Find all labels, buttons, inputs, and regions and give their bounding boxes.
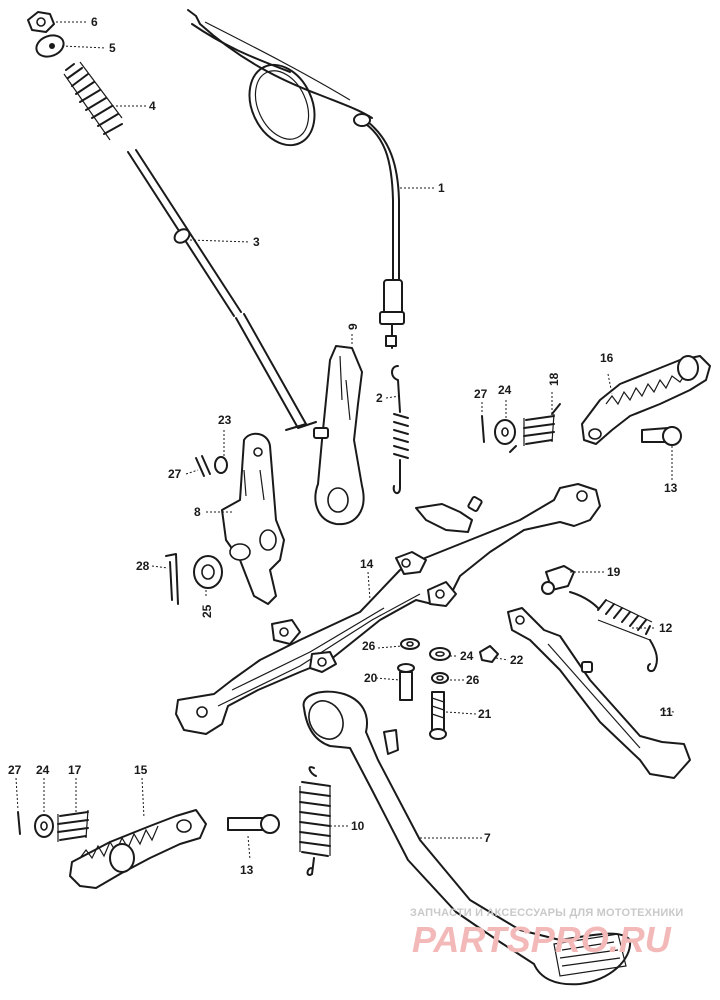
side-stand: [507, 607, 691, 779]
callout-13-left: 13: [240, 863, 254, 877]
callout-28: 28: [136, 559, 150, 573]
washer-26-upper: [400, 638, 420, 650]
callout-3: 3: [253, 235, 260, 249]
callout-10: 10: [351, 819, 365, 833]
right-footpeg: [581, 355, 711, 445]
adjuster-nut: [27, 11, 55, 33]
stand-pin-19: [541, 565, 575, 595]
callout-8: 8: [194, 505, 201, 519]
callout-6: 6: [91, 15, 98, 29]
callout-16: 16: [600, 351, 614, 365]
washer-23: [214, 456, 228, 474]
callout-19: 19: [607, 565, 621, 579]
watermark-caption: ЗАПЧАСТИ И АКСЕССУАРЫ ДЛЯ МОТОТЕХНИКИ: [410, 907, 683, 919]
callout-24-left: 24: [36, 763, 50, 777]
callout-1: 1: [438, 181, 445, 195]
callout-23: 23: [218, 413, 232, 427]
pin-13-right: [641, 426, 682, 446]
watermark-logo: PARTSPRO.RU: [412, 919, 672, 960]
callout-labels: 1 2 3 4 5 6 7 8 9 10 11 12 13 13 14 15 1…: [8, 15, 678, 877]
callout-24-middle: 24: [460, 649, 474, 663]
callout-17: 17: [68, 763, 82, 777]
callout-4: 4: [149, 99, 156, 113]
bolt-20: [397, 663, 415, 701]
brake-pedal: [302, 690, 632, 986]
left-footpeg: [69, 809, 207, 889]
spring-2: [391, 365, 409, 494]
spring-10: [299, 766, 331, 876]
callout-20: 20: [364, 671, 378, 685]
brake-pedal-bracket: [221, 432, 285, 605]
callout-25: 25: [200, 604, 214, 618]
callout-26-upper: 26: [362, 639, 376, 653]
cotter-pin-28: [165, 553, 179, 605]
callout-27-right: 27: [474, 387, 488, 401]
pin-13-left: [227, 814, 280, 834]
callout-27-left: 27: [168, 467, 182, 481]
callout-26-lower: 26: [466, 673, 480, 687]
callout-13-right: 13: [664, 481, 678, 495]
spring-17: [57, 809, 89, 842]
callout-2: 2: [376, 391, 383, 405]
callout-15: 15: [134, 763, 148, 777]
bolt-21: [429, 691, 447, 740]
brake-rod: [127, 149, 317, 431]
callout-14: 14: [360, 557, 374, 571]
rod-joint: [35, 34, 65, 58]
washer-24-right: [494, 419, 516, 445]
washer-24-left: [34, 814, 54, 838]
callout-22: 22: [510, 653, 524, 667]
callout-5: 5: [109, 41, 116, 55]
washer-25: [193, 555, 223, 589]
cotter-pin-27-right: [481, 415, 485, 443]
leader-lines: [15, 21, 675, 861]
callout-27-bottom: 27: [8, 763, 22, 777]
callout-24-right: 24: [498, 383, 512, 397]
callout-18: 18: [547, 372, 561, 386]
spring-18: [509, 403, 561, 453]
washer-24-middle: [429, 647, 451, 661]
clip-22: [479, 645, 499, 663]
callout-12: 12: [659, 621, 673, 635]
step-bar: [175, 483, 601, 735]
callout-11: 11: [660, 705, 673, 719]
callout-9: 9: [346, 323, 360, 330]
watermark: ЗАПЧАСТИ И АКСЕССУАРЫ ДЛЯ МОТОТЕХНИКИ PA…: [410, 907, 683, 960]
callout-7: 7: [484, 831, 491, 845]
brake-cable: [187, 9, 405, 349]
cotter-pin-27-left: [195, 455, 211, 477]
rod-spring: [63, 61, 123, 141]
brake-arm: [313, 345, 365, 526]
cotter-pin-27-bottom: [17, 811, 21, 835]
spring-12: [569, 591, 658, 673]
washer-26-lower: [431, 672, 449, 684]
callout-21: 21: [478, 707, 492, 721]
